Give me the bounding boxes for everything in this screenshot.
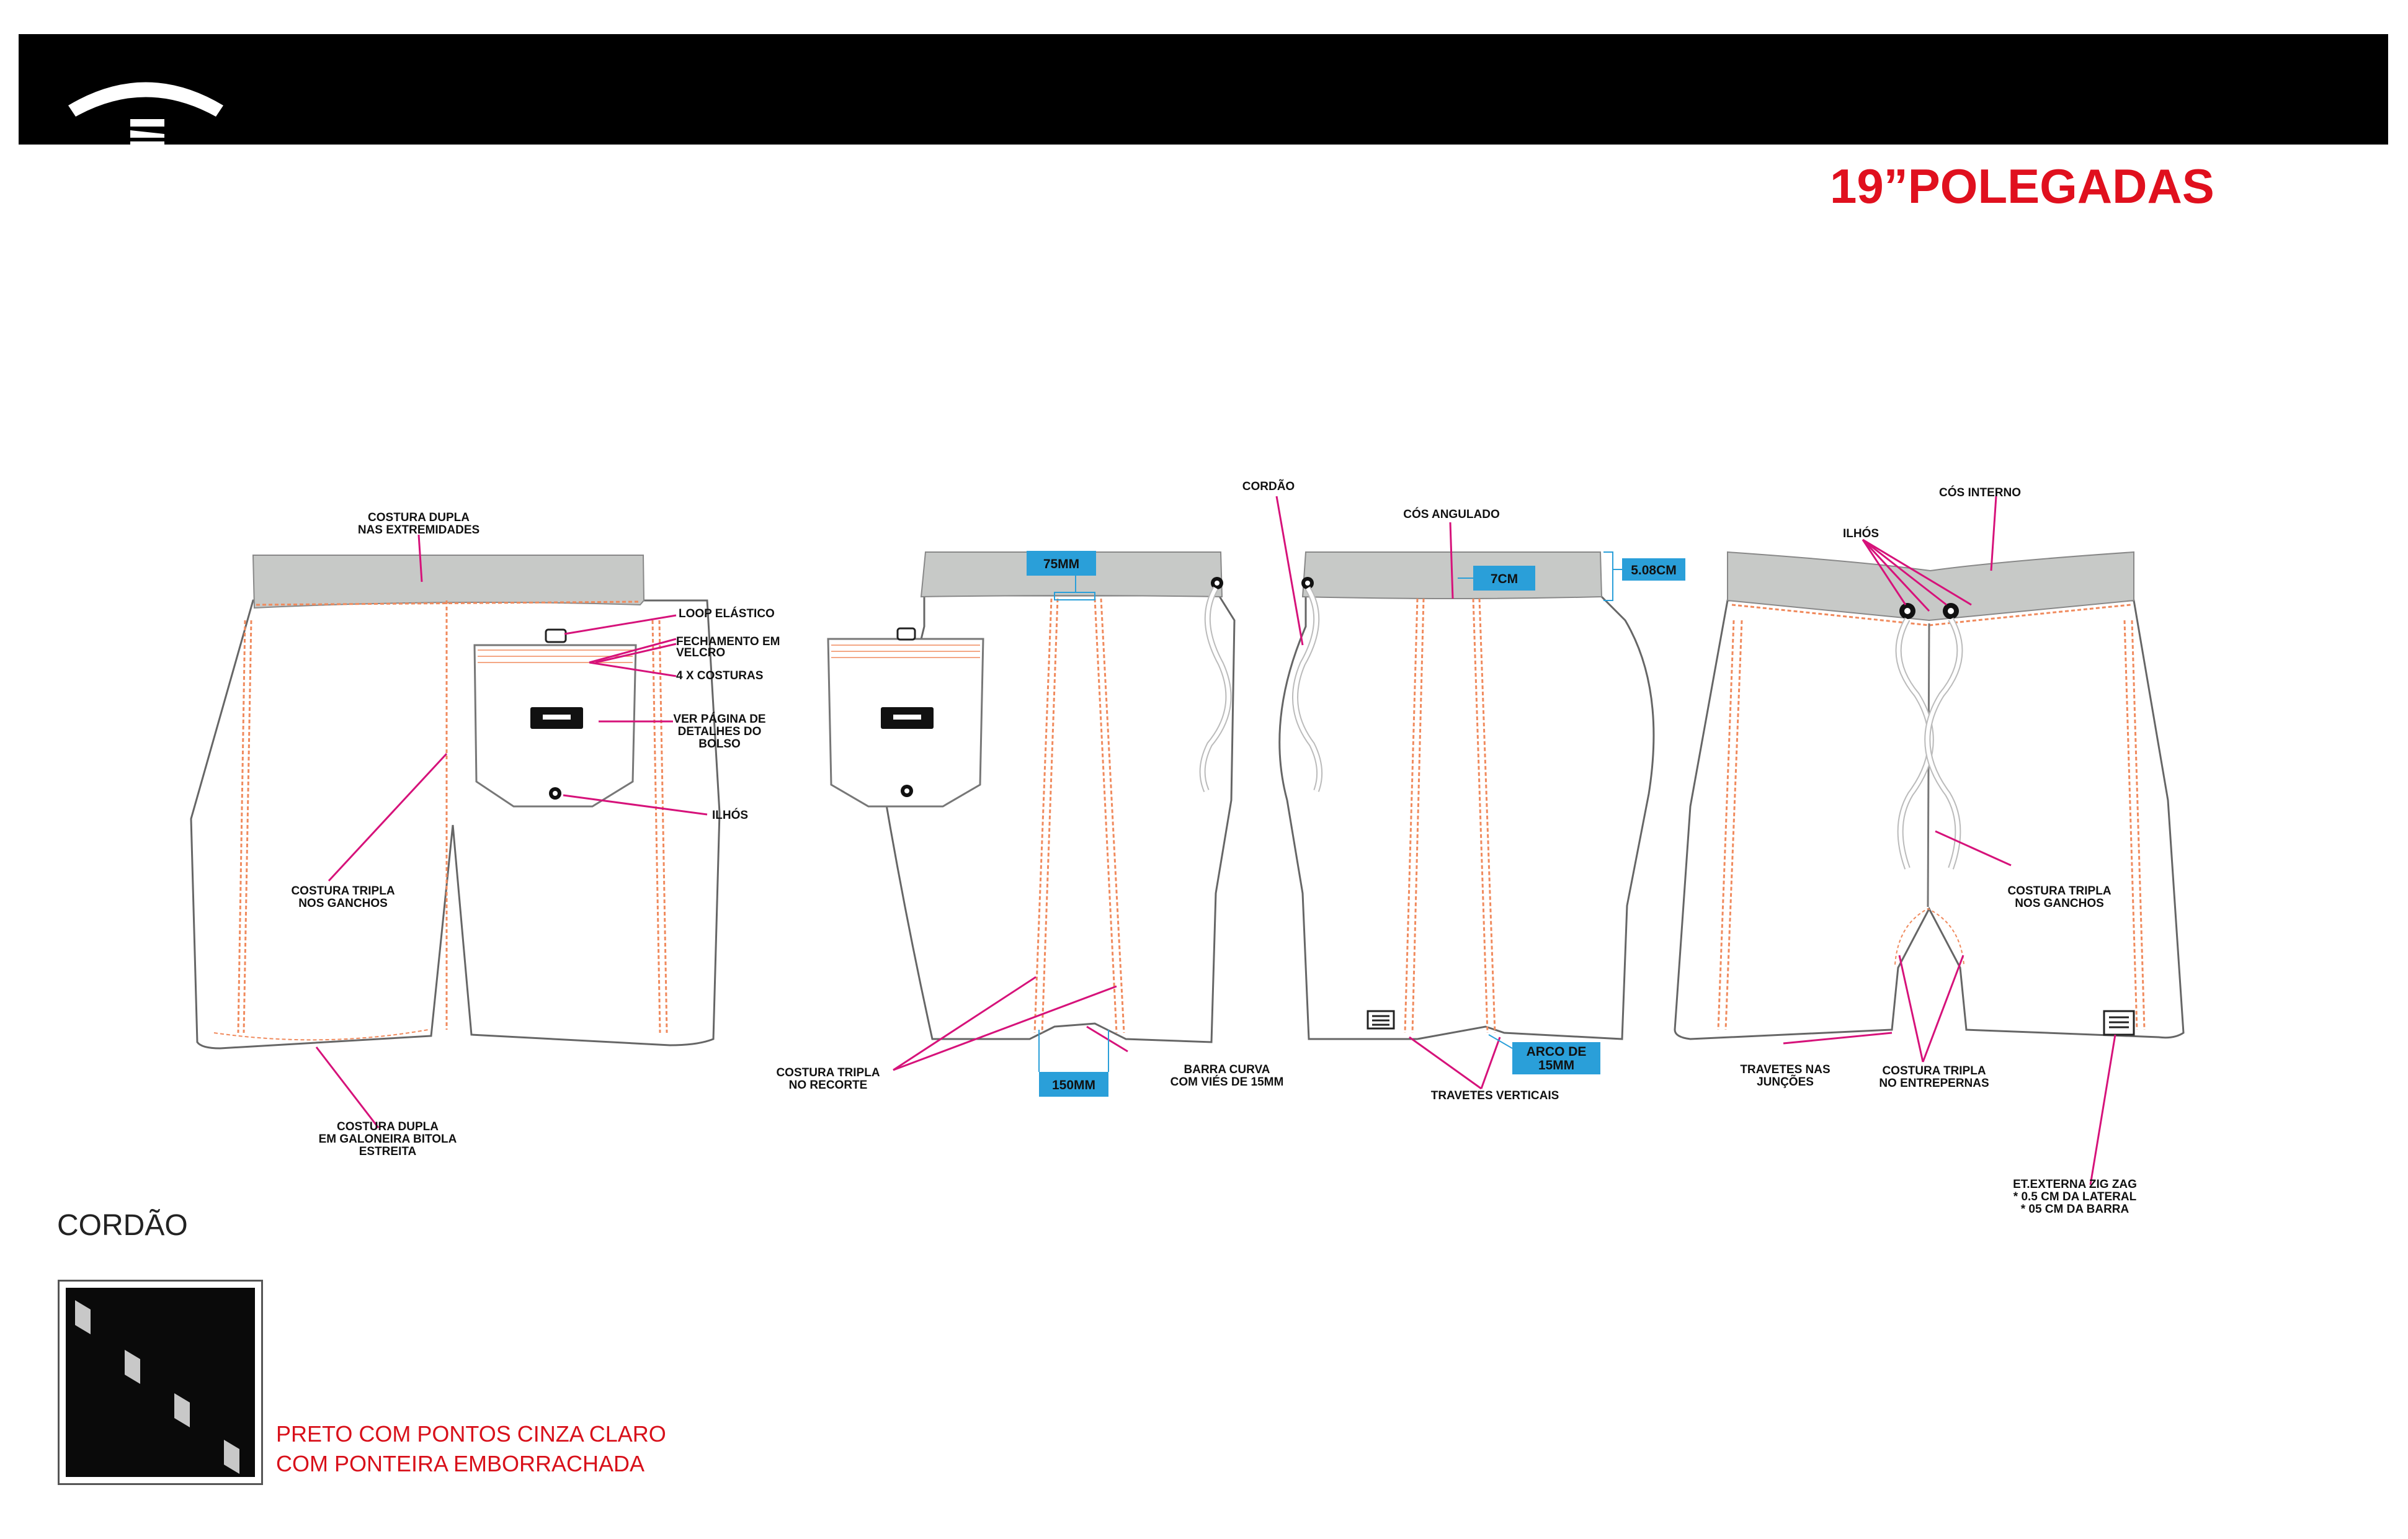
back-body — [190, 599, 721, 1050]
lbl-tripla-recorte-2: NO RECORTE — [789, 1079, 868, 1092]
lbl-tripla-recorte-1: COSTURA TRIPLA — [776, 1066, 880, 1079]
lbl-dupla-gal-2: EM GALONEIRA BITOLA — [319, 1133, 457, 1146]
cordao-swatch — [58, 1280, 263, 1485]
tag-arco — [1512, 1042, 1600, 1074]
tag-7cm-text: 7CM — [1491, 572, 1518, 586]
page-title: 19”POLEGADAS — [1830, 159, 2214, 213]
lbl-cordao-side: CORDÃO — [1242, 480, 1295, 493]
lbl-tripla-front-2: NOS GANCHOS — [2015, 897, 2104, 910]
lbl-barra-2: COM VIÉS DE 15MM — [1171, 1075, 1284, 1089]
cordao-desc-line-2: COM PONTEIRA EMBORRACHADA — [276, 1451, 645, 1476]
header-bar — [19, 34, 2388, 149]
side-view-a — [827, 551, 1236, 1043]
billabong-logo — [68, 82, 223, 149]
back-waistband — [252, 555, 645, 609]
lbl-et-2: * 0.5 CM DA LATERAL — [2013, 1190, 2137, 1203]
lbl-cos-interno: CÓS INTERNO — [1939, 486, 2021, 499]
tag-75mm — [1027, 551, 1096, 576]
cordao-description: PRETO COM PONTOS CINZA CLARO COM PONTEIR… — [276, 1419, 666, 1479]
lbl-et-1: ET.EXTERNA ZIG ZAG — [2013, 1178, 2137, 1191]
lbl-tripla-ganchos-2: NOS GANCHOS — [298, 897, 388, 910]
lbl-ilhos-back: ILHÓS — [712, 808, 748, 822]
side-view-b — [1278, 551, 1655, 1040]
lbl-tripla-entre-1: COSTURA TRIPLA — [1882, 1064, 1986, 1077]
tag-508cm — [1622, 558, 1685, 581]
lbl-velcro-2: VELCRO — [676, 646, 725, 659]
lbl-travetes-juncoes-2: JUNÇÕES — [1757, 1075, 1814, 1089]
tag-arco-text-2: 15MM — [1538, 1058, 1574, 1073]
tag-508cm-text: 5.08CM — [1631, 563, 1677, 578]
lbl-velcro-1: FECHAMENTO EM — [676, 635, 780, 648]
lbl-tripla-entre-2: NO ENTREPERNAS — [1879, 1077, 1989, 1090]
lbl-tripla-front-1: COSTURA TRIPLA — [2007, 885, 2111, 898]
tag-150mm — [1039, 1072, 1108, 1097]
lbl-dupla-ext-2: NAS EXTREMIDADES — [358, 524, 479, 537]
lbl-loop: LOOP ELÁSTICO — [679, 607, 775, 620]
lbl-travetes-juncoes-1: TRAVETES NAS — [1740, 1063, 1830, 1076]
lbl-ver-3: BOLSO — [698, 738, 741, 751]
lbl-ver-2: DETALHES DO — [678, 725, 762, 738]
lbl-dupla-ext-1: COSTURA DUPLA — [368, 511, 470, 524]
loop-elastic — [545, 628, 567, 643]
lbl-costuras4: 4 X COSTURAS — [676, 669, 763, 682]
cordao-title: CORDÃO — [57, 1209, 188, 1242]
cordao-dots — [75, 1300, 239, 1474]
measure-tags: 75MM 150MM 7CM 5.08CM ARCO DE 15MM — [1027, 551, 1685, 1097]
front-waistband — [1727, 551, 2134, 622]
side-b-body — [1278, 594, 1655, 1040]
tag-7cm — [1473, 566, 1535, 591]
lbl-ver-1: VER PÁGINA DE — [673, 712, 765, 726]
lbl-tripla-ganchos-1: COSTURA TRIPLA — [291, 885, 395, 898]
leader-lines — [315, 496, 2116, 1185]
lbl-dupla-gal-3: ESTREITA — [359, 1145, 417, 1158]
lbl-cos-angulado: CÓS ANGULADO — [1403, 507, 1500, 521]
tag-75mm-text: 75MM — [1043, 557, 1079, 571]
lbl-barra-1: BARRA CURVA — [1184, 1063, 1270, 1076]
cordao-swatch-fill — [66, 1288, 255, 1477]
annotations: COSTURA DUPLA NAS EXTREMIDADES LOOP ELÁS… — [291, 480, 2137, 1216]
lbl-travetes-verticais: TRAVETES VERTICAIS — [1431, 1089, 1559, 1102]
lbl-ilhos-front: ILHÓS — [1843, 527, 1879, 540]
lbl-dupla-gal-1: COSTURA DUPLA — [337, 1120, 439, 1133]
lbl-et-3: * 05 CM DA BARRA — [2021, 1203, 2129, 1216]
cordao-desc-line-1: PRETO COM PONTOS CINZA CLARO — [276, 1421, 666, 1447]
tag-150mm-text: 150MM — [1052, 1078, 1095, 1092]
back-view — [190, 555, 721, 1050]
front-view — [1674, 551, 2185, 1040]
tag-arco-text-1: ARCO DE — [1527, 1045, 1587, 1059]
